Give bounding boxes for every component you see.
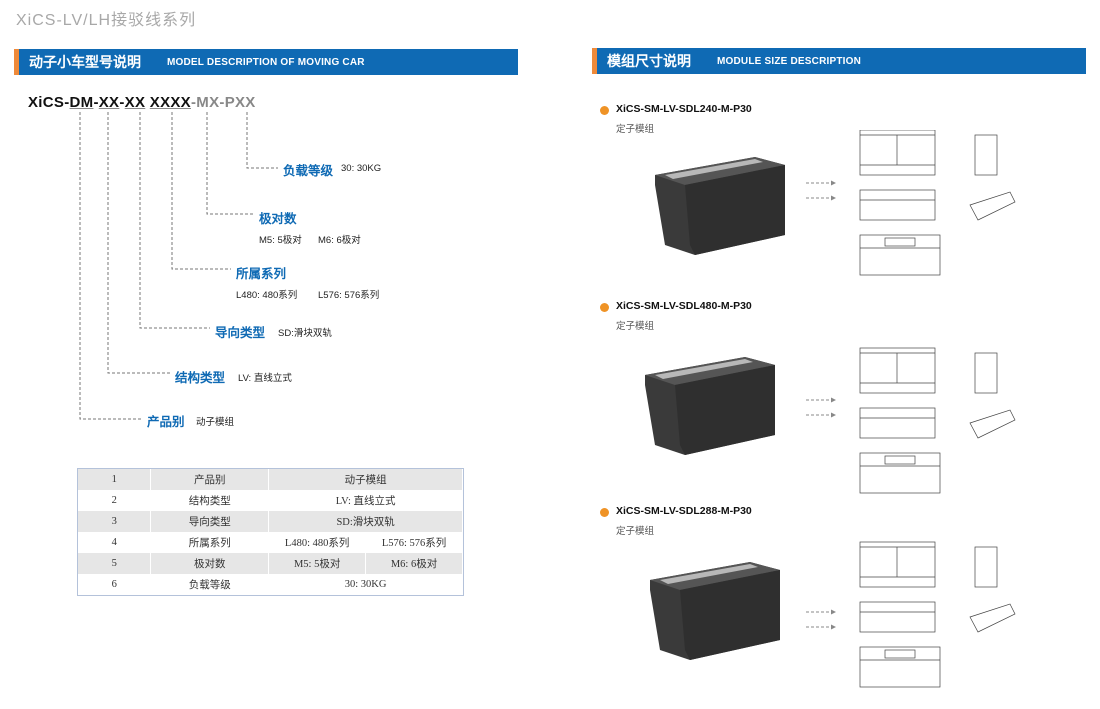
- code-part: -MX-PXX: [191, 94, 256, 111]
- section-title-cn: 动子小车型号说明: [29, 54, 141, 70]
- technical-drawing: [859, 541, 1016, 688]
- legend-value: M6: 6极对: [318, 235, 361, 246]
- document-title: XiCS-LV/LH接驳线系列: [16, 12, 197, 29]
- legend-label-series: 所属系列: [236, 267, 287, 281]
- bullet-icon: [600, 106, 609, 115]
- code-part: -: [93, 94, 99, 111]
- arrow-icon: [805, 397, 837, 418]
- section-title-cn: 模组尺寸说明: [607, 53, 691, 69]
- legend-label-guide: 导向类型: [215, 326, 266, 340]
- legend-label-structure: 结构类型: [175, 371, 226, 385]
- legend-value: 30: 30KG: [341, 163, 382, 174]
- bullet-icon: [600, 303, 609, 312]
- product-image: [655, 157, 785, 255]
- product-images-and-drawings: [645, 130, 1016, 688]
- section-header-model-description: 动子小车型号说明 MODEL DESCRIPTION OF MOVING CAR: [14, 49, 518, 75]
- product-name: XiCS-SM-LV-SDL240-M-P30: [616, 103, 752, 115]
- code-part: XX: [124, 94, 146, 111]
- technical-drawing: [859, 347, 1016, 494]
- legend-value: M5: 5极对: [259, 235, 302, 246]
- legend-label-load: 负载等级: [283, 164, 334, 178]
- product-subtitle: 定子模组: [616, 321, 655, 332]
- legend-value: SD:滑块双轨: [278, 328, 332, 339]
- product-subtitle: 定子模组: [616, 526, 655, 537]
- legend-label-poles: 极对数: [259, 212, 297, 226]
- legend-value: L576: 576系列: [318, 290, 380, 301]
- bullet-icon: [600, 508, 609, 517]
- section-title-en: MODULE SIZE DESCRIPTION: [717, 55, 862, 67]
- arrow-icon: [805, 180, 837, 201]
- product-image: [645, 357, 775, 455]
- section-title-en: MODEL DESCRIPTION OF MOVING CAR: [167, 56, 365, 68]
- product-image: [650, 562, 780, 660]
- technical-drawing: [859, 130, 1016, 276]
- leader-lines: [79, 112, 278, 420]
- product-item: XiCS-SM-LV-SDL240-M-P30 定子模组: [600, 103, 1080, 293]
- product-name: XiCS-SM-LV-SDL480-M-P30: [616, 300, 752, 312]
- product-name: XiCS-SM-LV-SDL288-M-P30: [616, 505, 752, 517]
- code-part: -: [119, 94, 125, 111]
- code-part: DM: [69, 94, 94, 111]
- code-part: XX: [98, 94, 120, 111]
- legend-value: 动子模组: [196, 417, 235, 428]
- legend-label-product: 产品别: [147, 415, 185, 429]
- section-header-module-size: 模组尺寸说明 MODULE SIZE DESCRIPTION: [592, 48, 1086, 74]
- arrow-icon: [805, 609, 837, 630]
- code-part: XiCS-: [28, 94, 70, 111]
- product-item: XiCS-SM-LV-SDL480-M-P30 定子模组: [600, 300, 1080, 490]
- product-item: XiCS-SM-LV-SDL288-M-P30 定子模组: [600, 505, 1080, 695]
- legend-value: L480: 480系列: [236, 290, 298, 301]
- code-part: XXXX: [149, 94, 191, 111]
- model-code: XiCS-DM-XX-XX XXXX-MX-PXX: [28, 94, 256, 111]
- product-subtitle: 定子模组: [616, 124, 655, 135]
- legend-value: LV: 直线立式: [238, 373, 292, 384]
